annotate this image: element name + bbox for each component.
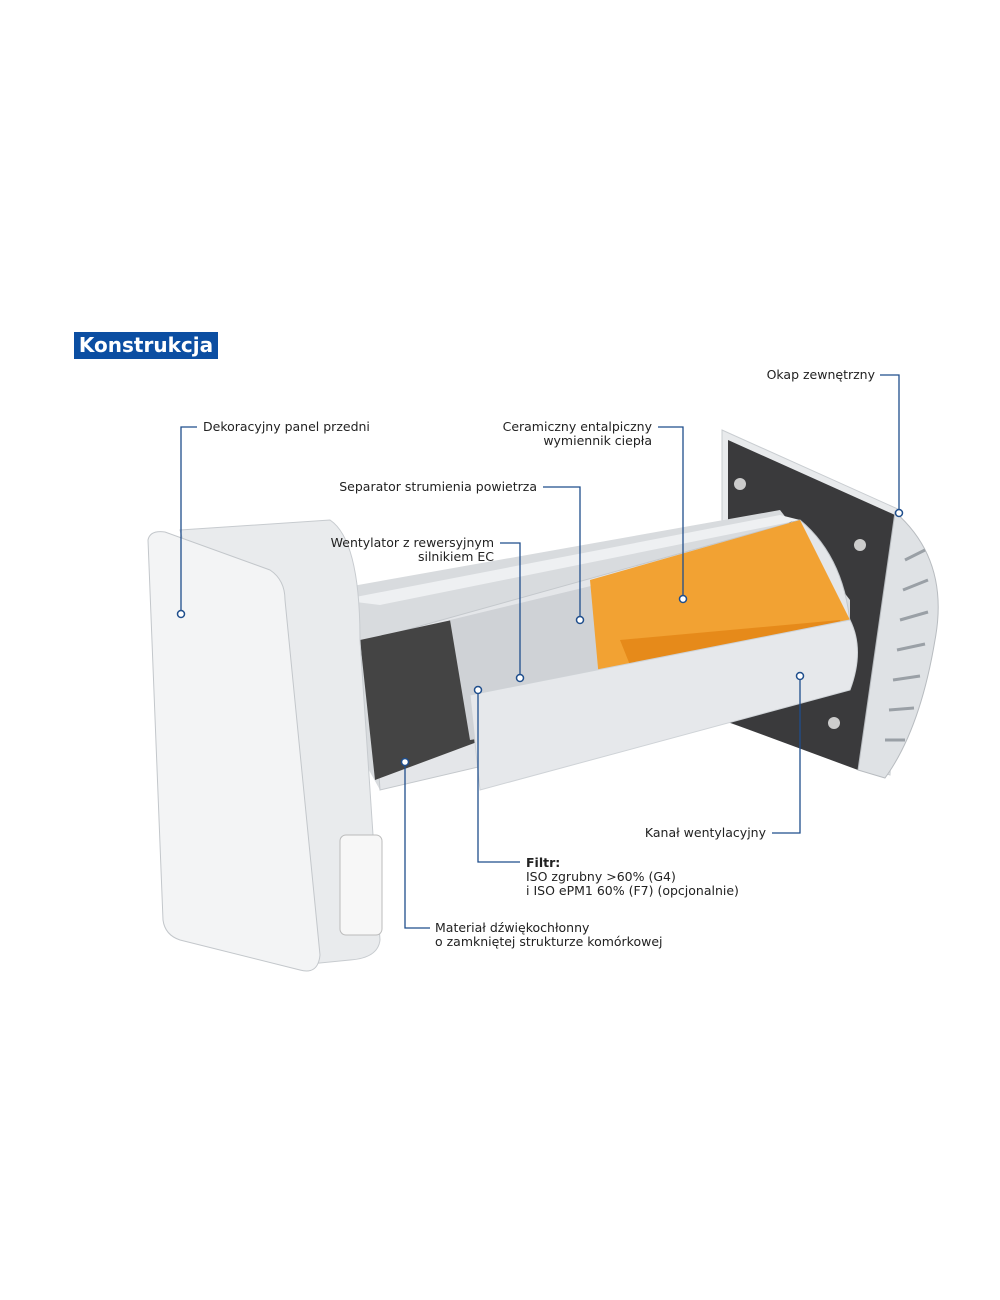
label-fan: Wentylator z rewersyjnym silnikiem EC <box>331 536 494 564</box>
label-material: Materiał dźwiękochłonny o zamkniętej str… <box>435 921 663 949</box>
label-heat-exchanger: Ceramiczny entalpiczny wymiennik ciepła <box>503 420 652 448</box>
label-line: Materiał dźwiękochłonny <box>435 920 590 935</box>
label-hood: Okap zewnętrzny <box>766 367 875 382</box>
front-panel <box>147 519 383 972</box>
label-line: wymiennik ciepła <box>543 433 652 448</box>
leader-lines <box>180 374 900 929</box>
label-line: i ISO ePM1 60% (F7) (opcjonalnie) <box>526 883 739 898</box>
label-line: ISO zgrubny >60% (G4) <box>526 869 676 884</box>
label-line: silnikiem EC <box>417 549 494 564</box>
section-title: Konstrukcja <box>74 332 218 359</box>
label-filter: Filtr: ISO zgrubny >60% (G4) i ISO ePM1 … <box>526 856 739 898</box>
label-line: Ceramiczny entalpiczny <box>502 419 652 434</box>
label-line: o zamkniętej strukturze komórkowej <box>435 934 663 949</box>
label-duct: Kanał wentylacyjny <box>644 825 766 840</box>
label-line: Wentylator z rewersyjnym <box>330 535 494 550</box>
leader-dots <box>176 508 904 767</box>
ventilation-duct <box>330 510 858 791</box>
label-line: Filtr: <box>526 855 561 870</box>
control-panel <box>339 834 383 936</box>
label-separator: Separator strumienia powietrza <box>339 479 537 494</box>
label-front-panel: Dekoracyjny panel przedni <box>203 419 370 434</box>
